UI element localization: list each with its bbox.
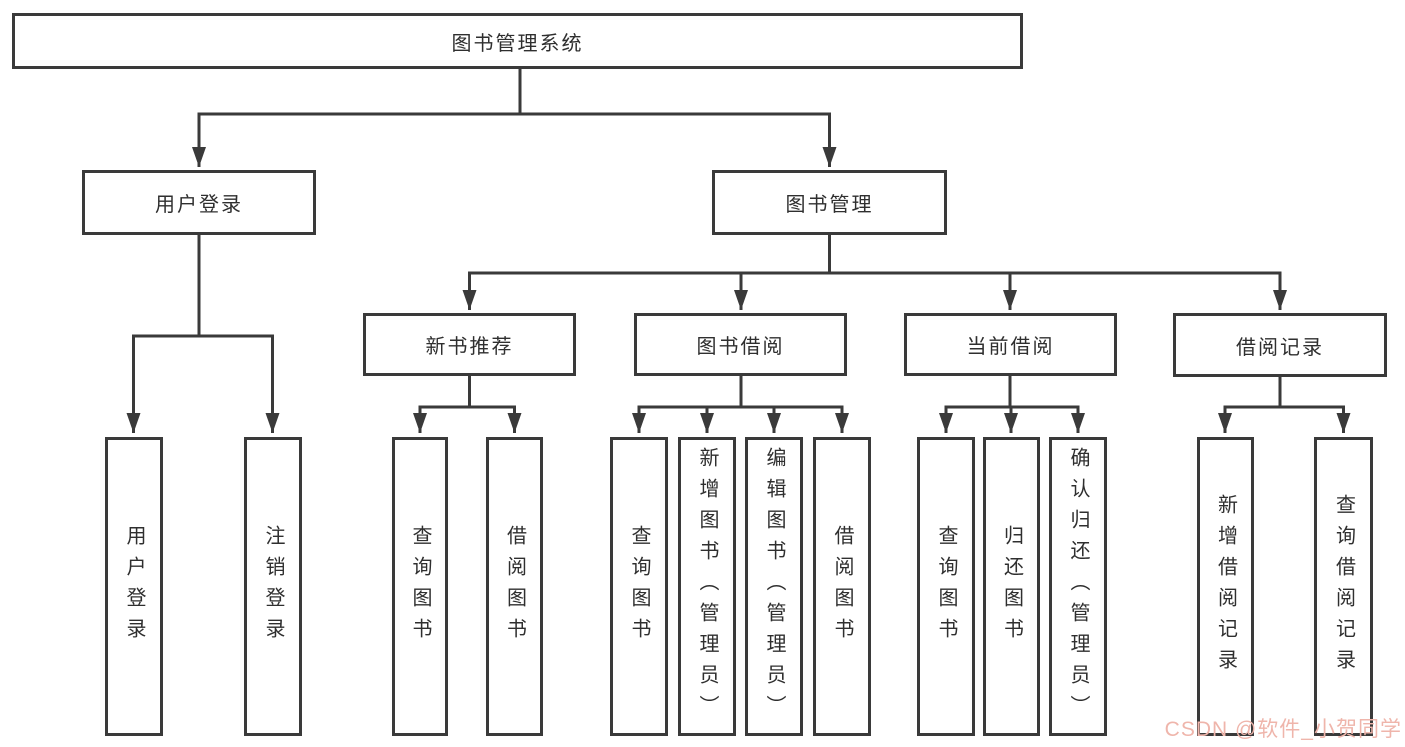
node-user-login-branch: 用户登录 <box>82 170 316 235</box>
leaf-edit-books-admin: 编辑图书（管理员） <box>745 437 803 736</box>
node-current-borrow: 当前借阅 <box>904 313 1117 376</box>
leaf-borrow-books: 借阅图书 <box>813 437 871 736</box>
leaf-borrow-books-recommend: 借阅图书 <box>486 437 543 736</box>
leaf-user-login: 用户登录 <box>105 437 163 736</box>
leaf-confirm-return-admin: 确认归还（管理员） <box>1049 437 1107 736</box>
leaf-add-books-admin: 新增图书（管理员） <box>678 437 736 736</box>
leaf-add-borrow-record: 新增借阅记录 <box>1197 437 1254 736</box>
leaf-query-borrow-record: 查询借阅记录 <box>1314 437 1373 736</box>
leaf-query-books-borrow: 查询图书 <box>610 437 668 736</box>
leaf-query-books-recommend: 查询图书 <box>392 437 448 736</box>
node-library-system: 图书管理系统 <box>12 13 1023 69</box>
node-book-borrow: 图书借阅 <box>634 313 847 376</box>
node-borrow-records: 借阅记录 <box>1173 313 1387 377</box>
leaf-query-books-current: 查询图书 <box>917 437 975 736</box>
node-new-book-recommend: 新书推荐 <box>363 313 576 376</box>
node-book-management-branch: 图书管理 <box>712 170 947 235</box>
leaf-return-books: 归还图书 <box>983 437 1040 736</box>
leaf-logout: 注销登录 <box>244 437 302 736</box>
